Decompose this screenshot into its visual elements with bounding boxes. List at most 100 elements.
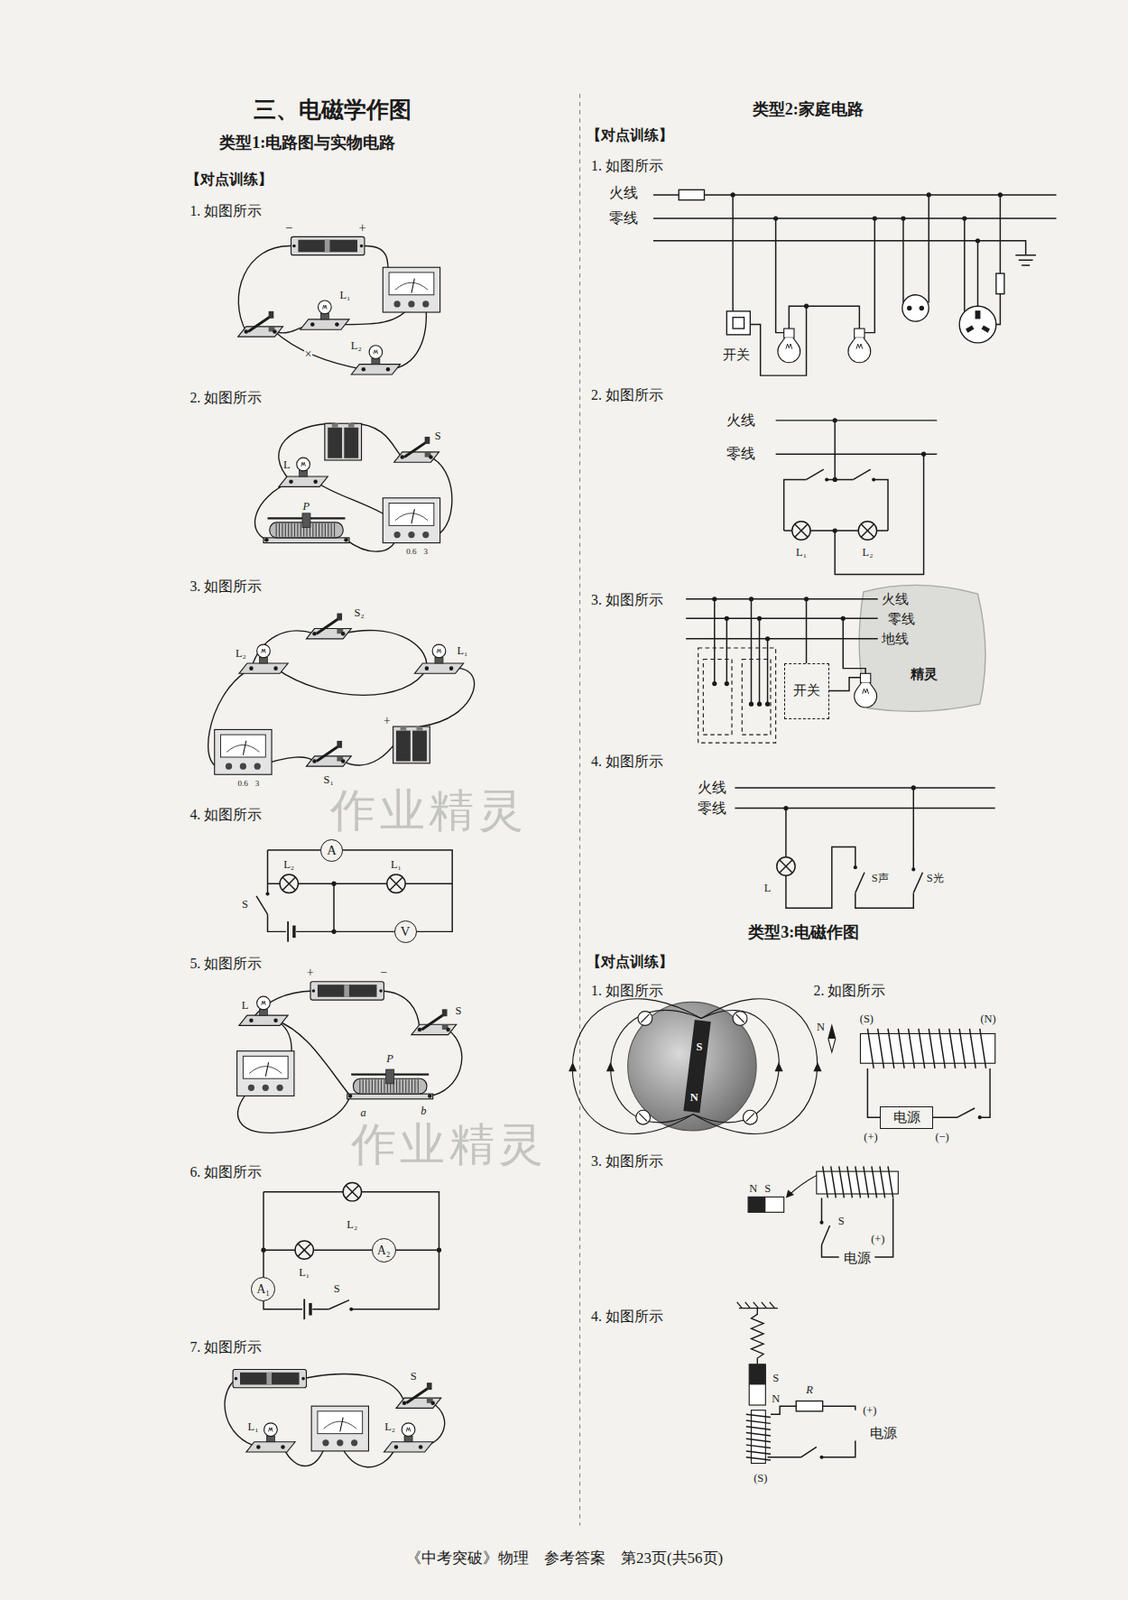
- meter-circle: V: [394, 920, 417, 944]
- wire: [419, 667, 474, 727]
- field-line: [572, 998, 817, 1135]
- field-arrow: [813, 1062, 822, 1072]
- meter-circle: A: [320, 839, 343, 862]
- text-label: P: [386, 1053, 394, 1064]
- text-label: 0.6: [238, 779, 249, 788]
- circuit-device: [278, 457, 328, 487]
- compass-needle: [828, 1025, 836, 1039]
- text-label: 3: [423, 547, 428, 556]
- circuit-device: [214, 613, 464, 776]
- junction-dot: [832, 417, 838, 423]
- socket-outline: [698, 647, 777, 743]
- node-text: A: [326, 843, 337, 858]
- circuit-wire: [263, 1192, 439, 1320]
- lamp-bulb: [854, 673, 878, 708]
- socket: [981, 325, 990, 332]
- node-text: 开关: [793, 684, 821, 698]
- text-label: 4. 如图所示: [189, 807, 262, 823]
- text-label: (+): [870, 1233, 885, 1245]
- text-label: 3. 如图所示: [189, 580, 262, 595]
- junction-dot: [998, 192, 1003, 197]
- switch-box: [732, 317, 744, 329]
- section-heading: 类型3:电磁作图: [748, 924, 860, 941]
- watermark: 作业精灵: [351, 1122, 548, 1168]
- junction-dot: [730, 192, 736, 197]
- text-label: L₂: [351, 340, 362, 352]
- household-wire: [734, 787, 995, 908]
- text-label: R: [805, 1383, 814, 1395]
- socket: [907, 305, 912, 310]
- text-label: 6. 如图所示: [189, 1164, 262, 1180]
- text-label: L₁: [248, 1421, 259, 1433]
- junction-dot: [349, 1307, 353, 1312]
- text-label: L₂: [283, 859, 295, 870]
- text-label: 电源: [843, 1250, 871, 1265]
- bar-magnet: [748, 1364, 766, 1406]
- wire: [224, 1378, 259, 1448]
- socket: [966, 325, 974, 332]
- circuit-device: [411, 1008, 457, 1035]
- text-label: 3. 如图所示: [591, 1154, 664, 1169]
- text-label: 0.6: [406, 547, 417, 556]
- circuit-device: [291, 236, 365, 255]
- switch-box: 开关: [784, 663, 830, 720]
- junction-dot: [911, 785, 916, 790]
- bar-magnet: [748, 1196, 785, 1212]
- section-heading: 类型2:家庭电路: [752, 101, 864, 118]
- section-heading: 【对点训练】: [586, 129, 674, 144]
- text-label: N: [771, 1393, 780, 1405]
- text-label: P: [303, 500, 311, 512]
- text-label: N: [748, 1183, 758, 1194]
- wire: [429, 1029, 463, 1096]
- socket: [959, 305, 997, 343]
- circuit-device: [237, 1051, 295, 1097]
- node-text: V: [400, 924, 411, 939]
- node-text: A₁: [257, 1283, 271, 1296]
- junction-dot: [911, 867, 916, 871]
- circuit-device: [239, 996, 288, 1026]
- text-label: S₁: [323, 774, 334, 786]
- junction-dot: [853, 865, 858, 870]
- junction-dot: [921, 452, 926, 457]
- wire: [767, 1405, 856, 1458]
- text-label: 地线: [881, 632, 909, 647]
- section-heading: 【对点训练】: [185, 172, 273, 187]
- text-label: 零线: [726, 446, 756, 462]
- junction-dot: [331, 929, 336, 934]
- text-label: −: [285, 221, 293, 235]
- junction-dot: [757, 702, 762, 707]
- wire: [303, 1374, 405, 1404]
- junction-dot: [804, 596, 809, 601]
- power-box: 电源: [879, 1106, 934, 1129]
- section-heading: 精灵: [910, 666, 938, 681]
- circuit-device: [263, 513, 350, 544]
- circuit-wire: [328, 1300, 350, 1310]
- meter-circle: A₁: [250, 1276, 276, 1302]
- field-arrow: [606, 1062, 615, 1072]
- lamp-bulb: [777, 328, 801, 363]
- household-wire: [776, 420, 938, 575]
- circuit-device: [310, 981, 384, 1000]
- text-label: +: [358, 221, 366, 235]
- text-label: 《中考突破》物理 参考答案 第23页(共56页): [406, 1551, 723, 1567]
- text-label: L₁: [298, 1266, 310, 1277]
- circuit-device: [237, 981, 457, 1100]
- text-label: S: [764, 1183, 771, 1194]
- wire: [420, 1403, 445, 1448]
- text-label: 1. 如图所示: [591, 983, 664, 999]
- socket-outline: [741, 658, 771, 735]
- field-arrow: [774, 1062, 783, 1072]
- coil: [822, 1165, 894, 1198]
- lamp-bulb: [777, 328, 871, 363]
- bar-magnet: [748, 1364, 766, 1386]
- circuit-device: [232, 1368, 442, 1452]
- circuit-device: [311, 1405, 369, 1452]
- lamp-symbol: [279, 874, 406, 893]
- circuit-device: [214, 729, 272, 775]
- text-label: S光: [926, 872, 944, 884]
- text-label: 火线: [609, 185, 638, 201]
- text-label: 零线: [697, 801, 727, 816]
- junction-dot: [783, 805, 788, 811]
